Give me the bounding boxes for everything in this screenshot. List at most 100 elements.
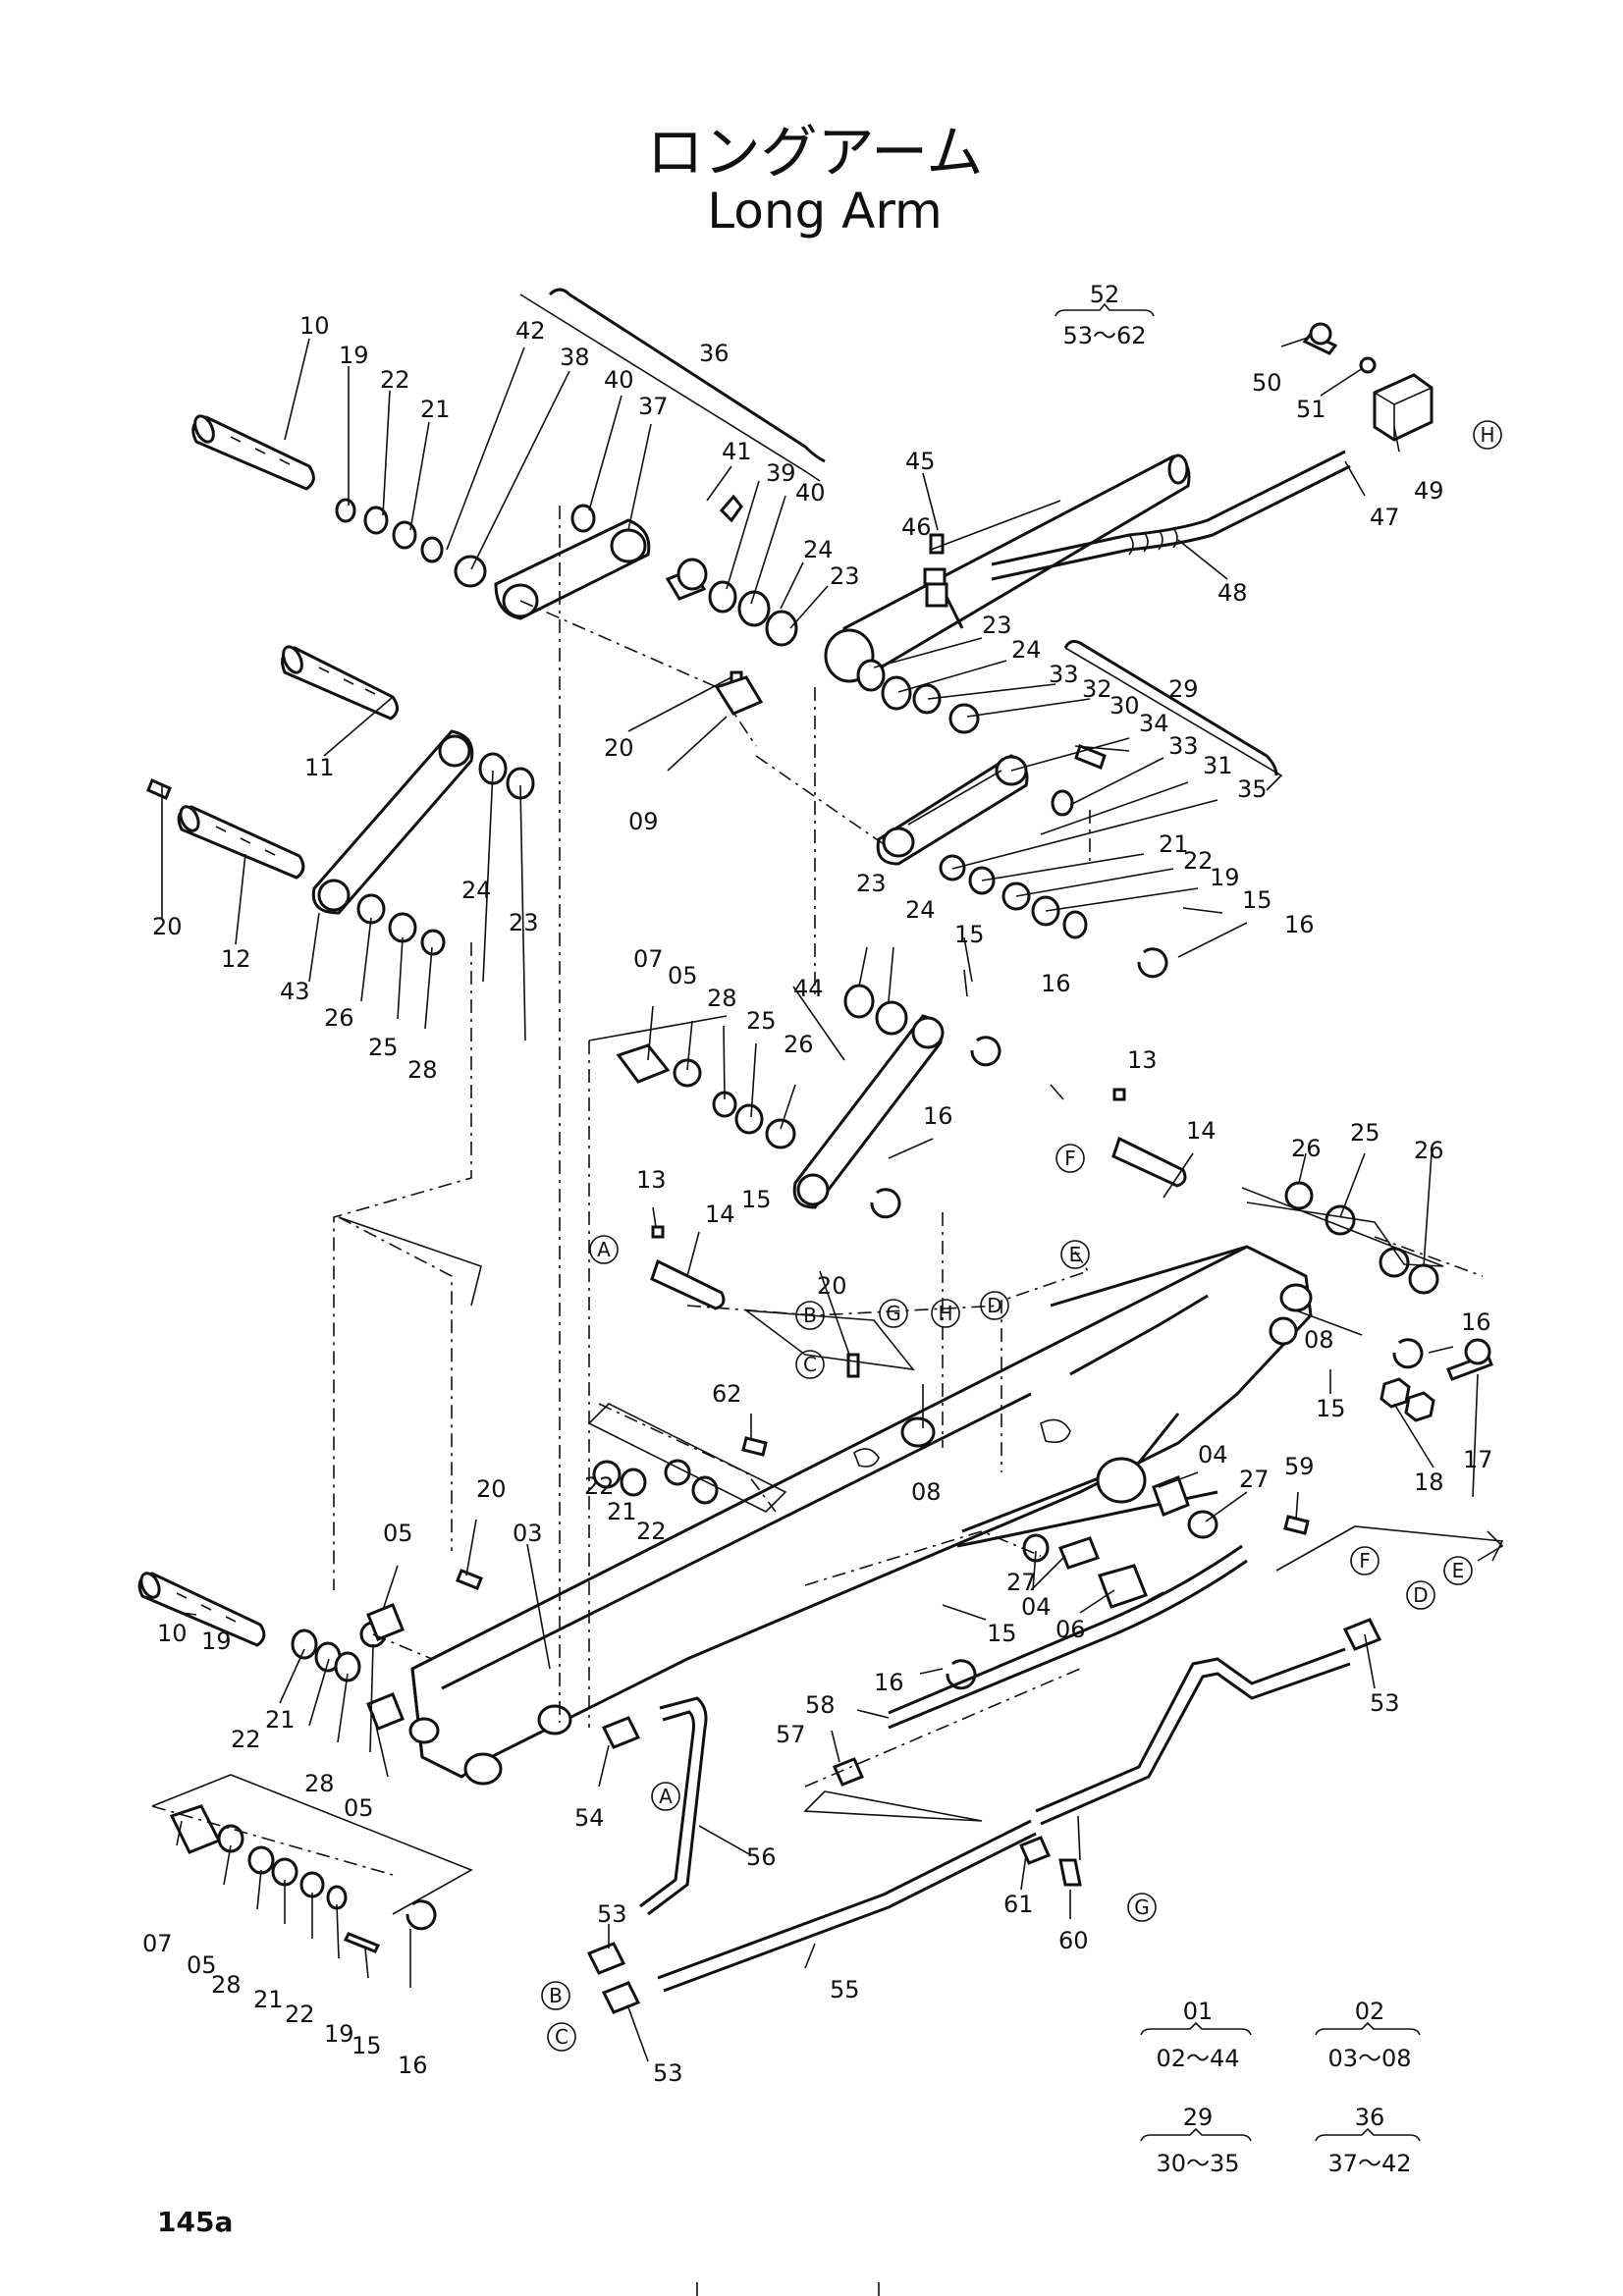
callout-B: B	[795, 1301, 825, 1330]
svg-text:C: C	[803, 1353, 817, 1376]
part-label-21: 21	[607, 1498, 637, 1525]
part-label-19: 19	[324, 2020, 354, 2048]
svg-text:E: E	[1452, 1559, 1465, 1582]
callout-H: H	[1473, 420, 1502, 450]
svg-text:B: B	[549, 1984, 563, 2007]
svg-text:A: A	[597, 1238, 611, 1261]
callout-A: A	[651, 1782, 680, 1811]
part-label-22: 22	[285, 2001, 315, 2028]
part-label-24: 24	[1011, 636, 1042, 664]
part-label-09: 09	[628, 808, 659, 835]
part-label-15: 15	[741, 1186, 772, 1213]
group-parent: 36	[1355, 2104, 1385, 2131]
part-label-12: 12	[221, 945, 251, 973]
svg-text:B: B	[803, 1304, 817, 1327]
scan-edge-marks	[696, 2282, 880, 2296]
part-label-13: 13	[636, 1166, 667, 1194]
part-label-31: 31	[1203, 752, 1233, 779]
part-label-41: 41	[722, 438, 752, 465]
part-label-44: 44	[793, 975, 824, 1002]
cylinder	[824, 454, 1191, 683]
part-label-07: 07	[633, 945, 664, 973]
group-36-label: 36	[699, 340, 730, 367]
callout-D: D	[980, 1291, 1009, 1320]
title-japanese: ロングアーム	[647, 119, 984, 186]
alignment-lines	[151, 506, 1484, 1876]
svg-text:D: D	[987, 1294, 1001, 1317]
bracket-29	[1063, 639, 1278, 776]
fitting-45-46	[923, 533, 948, 608]
part-label-23: 23	[509, 909, 539, 936]
part-label-24: 24	[461, 877, 492, 904]
part-label-21: 21	[253, 1986, 284, 2013]
part-label-18: 18	[1414, 1468, 1444, 1496]
part-label-26: 26	[1414, 1137, 1444, 1164]
part-label-15: 15	[987, 1620, 1017, 1647]
group-range: 30～35	[1156, 2150, 1239, 2177]
part-label-20: 20	[152, 913, 183, 940]
group-52: 52 53～62	[1055, 281, 1155, 349]
part-label-48: 48	[1217, 579, 1248, 607]
part-label-10: 10	[299, 312, 330, 340]
pipe-upper-right	[1035, 1647, 1351, 1826]
group-29-label: 29	[1168, 675, 1199, 703]
svg-text:D: D	[1413, 1583, 1428, 1607]
part-label-33: 33	[1168, 732, 1199, 760]
part-label-43: 43	[280, 978, 310, 1005]
part-label-21: 21	[1159, 830, 1189, 858]
svg-text:H: H	[1480, 423, 1494, 447]
part-label-24: 24	[803, 536, 834, 563]
group-parent: 02	[1355, 1998, 1385, 2025]
part-label-35: 35	[1237, 775, 1268, 803]
svg-text:F: F	[1064, 1147, 1076, 1170]
pin-12	[177, 805, 305, 880]
callout-F: F	[1350, 1546, 1380, 1575]
part-label-28: 28	[407, 1056, 438, 1084]
part-label-07: 07	[142, 1930, 173, 1957]
part-label-27: 27	[1239, 1466, 1270, 1493]
part-label-03: 03	[513, 1520, 543, 1547]
part-label-05: 05	[383, 1520, 413, 1547]
part-label-10: 10	[157, 1620, 188, 1647]
part-label-17: 17	[1463, 1446, 1493, 1473]
part-label-23: 23	[830, 562, 860, 590]
part-label-15: 15	[352, 2032, 382, 2059]
svg-text:G: G	[1134, 1896, 1150, 1919]
callout-E: E	[1060, 1240, 1090, 1269]
group-parent: 29	[1183, 2104, 1214, 2131]
part-label-16: 16	[874, 1669, 904, 1696]
part-label-55: 55	[830, 1976, 860, 2003]
part-label-16: 16	[1284, 911, 1315, 938]
part-label-04: 04	[1021, 1593, 1052, 1621]
part-label-25: 25	[746, 1007, 777, 1035]
part-label-25: 25	[1350, 1119, 1380, 1147]
part-label-05: 05	[668, 962, 698, 989]
svg-text:C: C	[555, 2025, 568, 2049]
part-label-40: 40	[795, 479, 826, 507]
part-labels: 10 19 22 21 42 38 40 37 41 39 40 24 23 4…	[142, 312, 1493, 2087]
part-label-14: 14	[705, 1201, 735, 1228]
part-label-22: 22	[636, 1518, 667, 1545]
svg-text:A: A	[659, 1785, 673, 1808]
part-label-14: 14	[1186, 1117, 1217, 1145]
part-label-05: 05	[187, 1951, 217, 1979]
callout-B: B	[541, 1981, 570, 2010]
part-label-13: 13	[1127, 1046, 1158, 1074]
part-label-33: 33	[1049, 661, 1079, 688]
part-label-15: 15	[954, 921, 985, 948]
callout-D: D	[1406, 1580, 1435, 1610]
hose-48	[991, 450, 1351, 581]
part-label-26: 26	[324, 1004, 354, 1032]
bracket-36	[548, 288, 826, 463]
part-label-53: 53	[597, 1900, 627, 1928]
part-label-62: 62	[712, 1380, 742, 1408]
part-label-20: 20	[604, 734, 634, 762]
hose-58	[888, 1544, 1248, 1730]
svg-text:H: H	[938, 1302, 952, 1325]
svg-text:G: G	[886, 1302, 901, 1325]
arm-body	[408, 1245, 1313, 1786]
link-36	[494, 518, 651, 620]
hose-56	[639, 1696, 708, 1916]
group-36: 36 37～42	[1315, 2104, 1421, 2177]
